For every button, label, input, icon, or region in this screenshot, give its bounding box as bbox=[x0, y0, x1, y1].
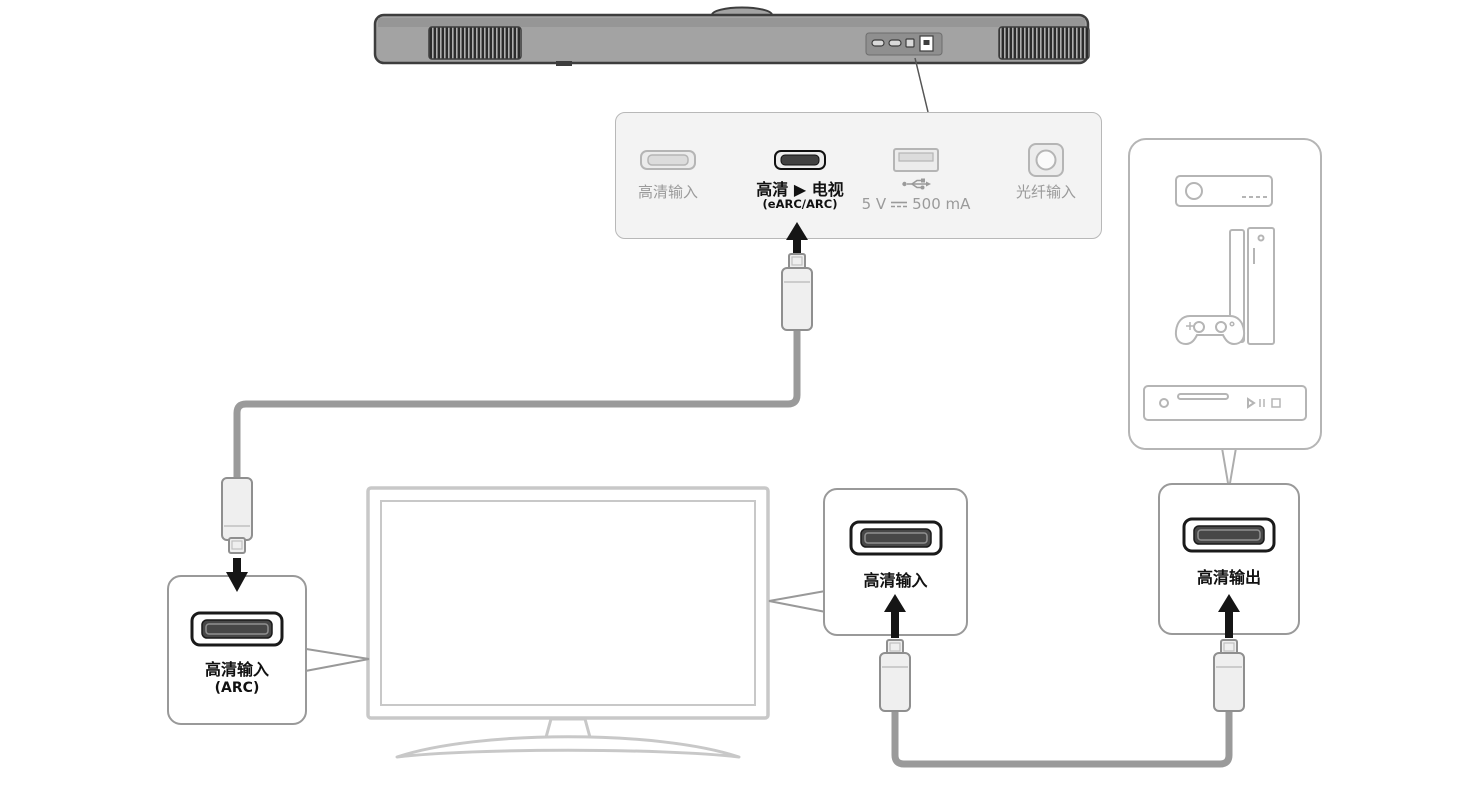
device-hdmi-out-label: 高清输出 bbox=[1196, 568, 1261, 587]
hdmi-out-tv-port-icon bbox=[773, 150, 827, 170]
bluray-player-icon bbox=[1143, 385, 1307, 421]
optical-port-icon bbox=[1028, 143, 1064, 177]
usb-power-label: 5 V 500 mA bbox=[851, 195, 981, 213]
device-hdmi-out-callout-panel: 高清输出 bbox=[1158, 483, 1300, 635]
tv-hdmi-in-callout-panel: 高清输入 bbox=[823, 488, 968, 636]
rear-port-group-hdmi-input: 高清输入 bbox=[603, 113, 733, 240]
soundbar-body bbox=[373, 13, 1090, 65]
soundbar-foot bbox=[556, 61, 572, 66]
soundbar-rear-ports-panel: 高清输入 高清 ▶ 电视 (eARC/ARC) bbox=[615, 112, 1102, 239]
tv-arc-callout-panel: 高清输入 (ARC) bbox=[167, 575, 307, 725]
hdmi-port-icon bbox=[190, 611, 284, 647]
usb-current-text: 500 mA bbox=[912, 195, 971, 213]
game-console-icon bbox=[1174, 227, 1275, 346]
set-top-box-icon bbox=[1175, 175, 1273, 207]
soundbar-hdmi-port-icon bbox=[871, 39, 885, 47]
port-callout-line bbox=[914, 57, 929, 113]
soundbar-usb-port-icon bbox=[905, 38, 915, 48]
tv-arc-sublabel: (ARC) bbox=[214, 680, 260, 696]
rear-port-group-usb: 5 V 500 mA bbox=[851, 113, 981, 240]
hdmi-plug-to-tv-arc bbox=[221, 477, 253, 554]
tv-stand-base bbox=[395, 735, 741, 759]
dc-symbol-icon bbox=[891, 201, 908, 207]
hdmi-port-icon bbox=[1182, 517, 1276, 553]
tv-arc-label: 高清输入 bbox=[204, 660, 269, 679]
hdmi-plug-to-tv-hdmi-in bbox=[879, 639, 911, 712]
soundbar-optical-port-icon bbox=[919, 35, 934, 52]
hdmi-cable-soundbar-to-tv bbox=[233, 326, 801, 482]
hdmi-out-tv-sublabel: (eARC/ARC) bbox=[762, 197, 838, 211]
wedge-hdmi-in-callout-to-tv bbox=[768, 588, 832, 615]
tv-screen bbox=[380, 500, 756, 706]
usb-port-icon bbox=[893, 148, 939, 172]
soundbar-left-grille bbox=[428, 26, 522, 60]
hdmi-cable-device-to-tv bbox=[891, 706, 1233, 768]
hdmi-port-icon bbox=[849, 520, 942, 556]
hdmi-plug-to-soundbar bbox=[781, 253, 813, 331]
tv-frame bbox=[366, 486, 770, 720]
usb-voltage-text: 5 V bbox=[861, 195, 887, 213]
soundbar-illustration bbox=[373, 6, 1090, 113]
tv-illustration bbox=[366, 486, 770, 759]
tv-stand-post bbox=[543, 717, 593, 743]
usb-trident-icon bbox=[901, 177, 931, 191]
soundbar-top-ring bbox=[711, 6, 773, 24]
tv-hdmi-in-label: 高清输入 bbox=[863, 571, 928, 590]
soundbar-hdmi-port-icon bbox=[888, 39, 902, 47]
rear-port-group-optical: 光纤输入 bbox=[981, 113, 1111, 240]
soundbar-top-shade bbox=[378, 18, 1085, 27]
soundbar-right-grille bbox=[998, 26, 1090, 60]
hdmi-plug-to-device-hdmi-out bbox=[1213, 639, 1245, 712]
hdmi-out-tv-label: 高清 ▶ 电视 bbox=[756, 180, 844, 199]
wedge-arc-callout-to-tv bbox=[299, 646, 370, 674]
soundbar-port-recess bbox=[865, 32, 943, 56]
hdmi-input-port-icon bbox=[640, 150, 696, 170]
rear-port-group-hdmi-out-tv: 高清 ▶ 电视 (eARC/ARC) bbox=[735, 113, 865, 240]
hdmi-input-label: 高清输入 bbox=[637, 183, 698, 201]
soundbar-optical-port-mark bbox=[923, 40, 930, 45]
optical-input-label: 光纤输入 bbox=[1015, 183, 1076, 201]
external-devices-panel bbox=[1128, 138, 1322, 450]
